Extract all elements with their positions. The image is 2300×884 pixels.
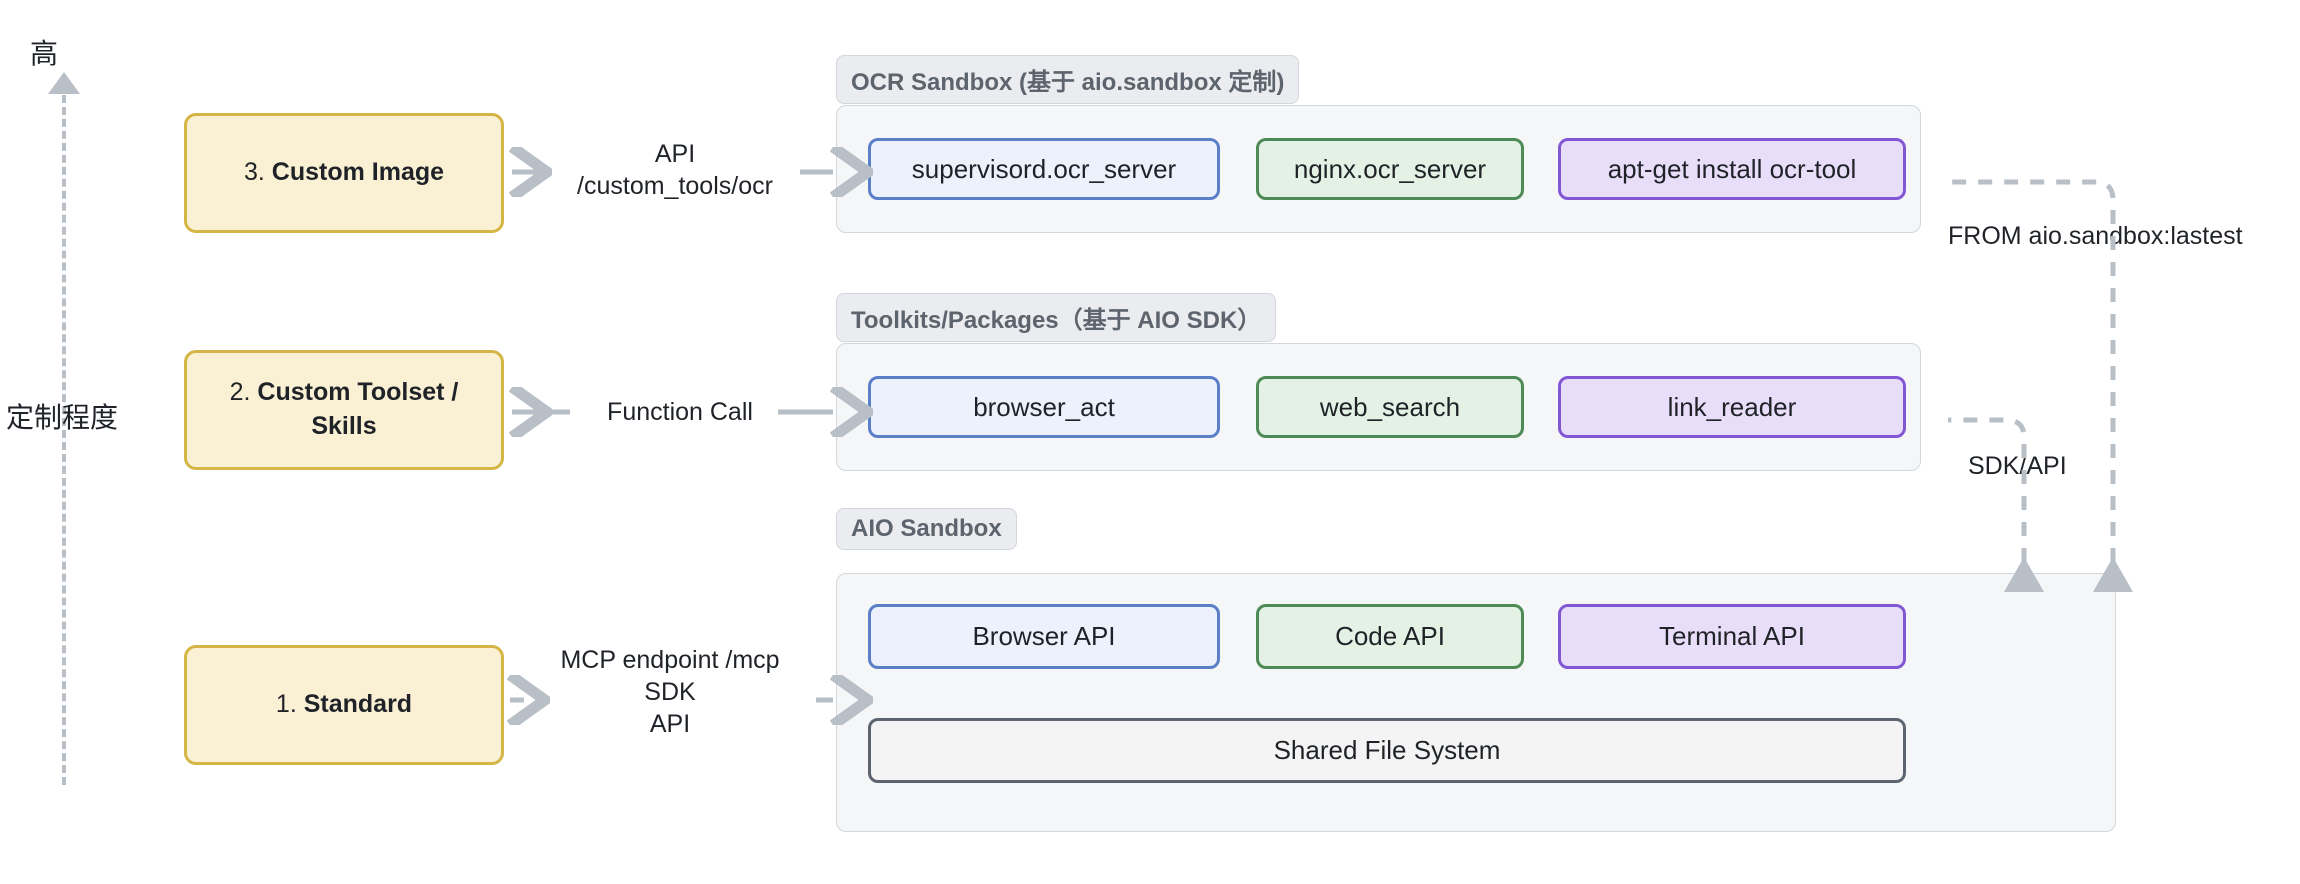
group-tag-ocr-sandbox: OCR Sandbox (基于 aio.sandbox 定制): [836, 55, 1300, 104]
stage-number: 1.: [275, 690, 304, 719]
axis-high-label: 高: [30, 38, 59, 69]
chip-supervisord-ocr-server[interactable]: supervisord.ocr_server: [868, 138, 1220, 200]
connector-line-2: /custom_tools/ocr: [577, 172, 773, 200]
stage-number: 2.: [229, 378, 258, 407]
axis-arrow-icon: [48, 72, 80, 94]
axis-customization-label: 定制程度: [6, 402, 119, 433]
connector-line-3: API: [649, 710, 691, 738]
note-from-aio-sandbox: FROM aio.sandbox:lastest: [1948, 222, 2243, 250]
chip-web-search[interactable]: web_search: [1256, 376, 1524, 438]
stage-box-custom-image[interactable]: 3. Custom Image: [184, 113, 504, 233]
stage-box-standard[interactable]: 1. Standard: [184, 645, 504, 765]
connector-label-function-call: Function Call: [607, 398, 753, 426]
chip-code-api[interactable]: Code API: [1256, 604, 1524, 669]
group-tag-toolkits-packages: Toolkits/Packages（基于 AIO SDK）: [836, 293, 1277, 342]
chip-nginx-ocr-server[interactable]: nginx.ocr_server: [1256, 138, 1524, 200]
stage-name: Standard: [303, 690, 413, 719]
axis-dashed-line: [62, 95, 66, 785]
stage-name: Custom Toolset / Skills: [257, 378, 459, 440]
chip-terminal-api[interactable]: Terminal API: [1558, 604, 1906, 669]
connector-line-2: SDK: [644, 678, 696, 706]
chip-apt-get-install-ocr-tool[interactable]: apt-get install ocr-tool: [1558, 138, 1906, 200]
chip-browser-act[interactable]: browser_act: [868, 376, 1220, 438]
connector-label-api-custom-tools: API /custom_tools/ocr: [540, 138, 810, 202]
stage-name: Custom Image: [271, 158, 445, 187]
arrow-sdk-api-dashed: [1948, 417, 2044, 592]
connector-line-1: API: [654, 140, 696, 168]
chip-link-reader[interactable]: link_reader: [1558, 376, 1906, 438]
note-sdk-api: SDK/API: [1968, 452, 2067, 480]
connector-label-mcp-sdk-api: MCP endpoint /mcp SDK API: [520, 644, 820, 740]
stage-box-custom-toolset[interactable]: 2. Custom Toolset / Skills: [184, 350, 504, 470]
stage-number: 3.: [243, 158, 272, 187]
chip-shared-file-system[interactable]: Shared File System: [868, 718, 1906, 783]
group-tag-aio-sandbox: AIO Sandbox: [836, 508, 1017, 550]
connector-line-1: MCP endpoint /mcp: [560, 646, 780, 674]
chip-browser-api[interactable]: Browser API: [868, 604, 1220, 669]
